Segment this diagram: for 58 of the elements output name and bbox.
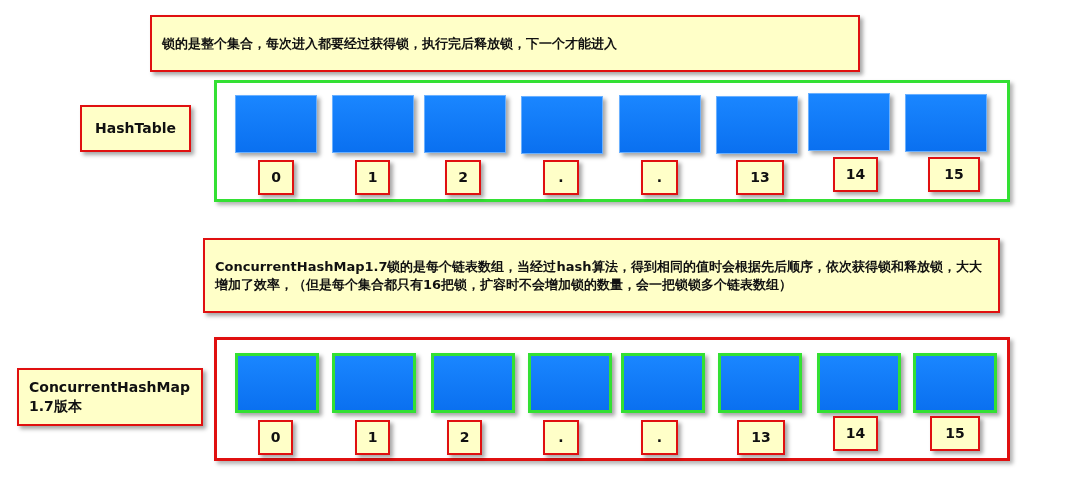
bucket-block xyxy=(332,353,416,413)
index-card xyxy=(445,160,481,195)
index-number: . xyxy=(656,168,663,187)
note-card xyxy=(203,238,1000,313)
note-text: 锁的是整个集合，每次进入都要经过获得锁，执行完后释放锁，下一个才能进入 xyxy=(162,34,617,53)
index-card xyxy=(258,420,293,455)
index-card xyxy=(641,160,678,195)
index-card xyxy=(543,160,579,195)
bucket-block xyxy=(718,353,802,413)
index-card xyxy=(930,416,980,451)
index-number: 0 xyxy=(271,168,281,187)
bucket-block xyxy=(424,95,506,153)
label-card xyxy=(17,368,203,426)
bucket-block xyxy=(808,93,890,151)
index-number: 15 xyxy=(945,424,965,443)
index-card xyxy=(258,160,294,195)
index-number: 14 xyxy=(845,165,866,184)
index-card xyxy=(641,420,678,455)
bucket-block xyxy=(235,353,319,413)
index-card xyxy=(355,420,390,455)
bucket-block xyxy=(716,96,798,154)
index-number: 0 xyxy=(270,428,281,447)
index-card xyxy=(928,157,980,192)
index-card xyxy=(543,420,579,455)
index-card xyxy=(833,416,878,451)
bucket-block xyxy=(905,94,987,152)
bucket-block xyxy=(621,353,705,413)
index-card xyxy=(833,157,878,192)
index-number: 15 xyxy=(944,165,964,184)
index-card xyxy=(447,420,482,455)
bucket-block xyxy=(431,353,515,413)
bucket-block xyxy=(619,95,701,153)
bucket-block xyxy=(521,96,603,154)
title-text: HashTable xyxy=(95,119,176,138)
index-number: 13 xyxy=(751,428,771,447)
bucket-block xyxy=(235,95,317,153)
bucket-block xyxy=(332,95,414,153)
bucket-block xyxy=(528,353,612,413)
index-number: 13 xyxy=(750,168,770,187)
container-frame xyxy=(214,337,1010,461)
container-frame xyxy=(214,80,1010,202)
index-card xyxy=(737,420,785,455)
index-card xyxy=(736,160,784,195)
note-card xyxy=(150,15,860,72)
index-number: . xyxy=(656,428,663,447)
index-number: 2 xyxy=(458,168,468,187)
title-text: ConcurrentHashMap 1.7版本 xyxy=(29,378,191,416)
index-number: 14 xyxy=(845,424,866,443)
label-card xyxy=(80,105,191,152)
index-number: . xyxy=(558,168,564,187)
index-number: 1 xyxy=(367,428,378,447)
index-card xyxy=(355,160,390,195)
index-number: 1 xyxy=(367,168,378,187)
bucket-block xyxy=(913,353,997,413)
note-text: ConcurrentHashMap1.7锁的是每个链表数组，当经过hash算法，得到相同的值时会根据先后顺序，依次获得锁和释放锁，大大增加了效率，（但是每个集合都只有16把锁，扩容时不会增加锁的数量，会一把锁锁多个链表数组） xyxy=(215,257,983,294)
index-number: . xyxy=(558,428,564,447)
index-number: 2 xyxy=(459,428,470,447)
bucket-block xyxy=(817,353,901,413)
